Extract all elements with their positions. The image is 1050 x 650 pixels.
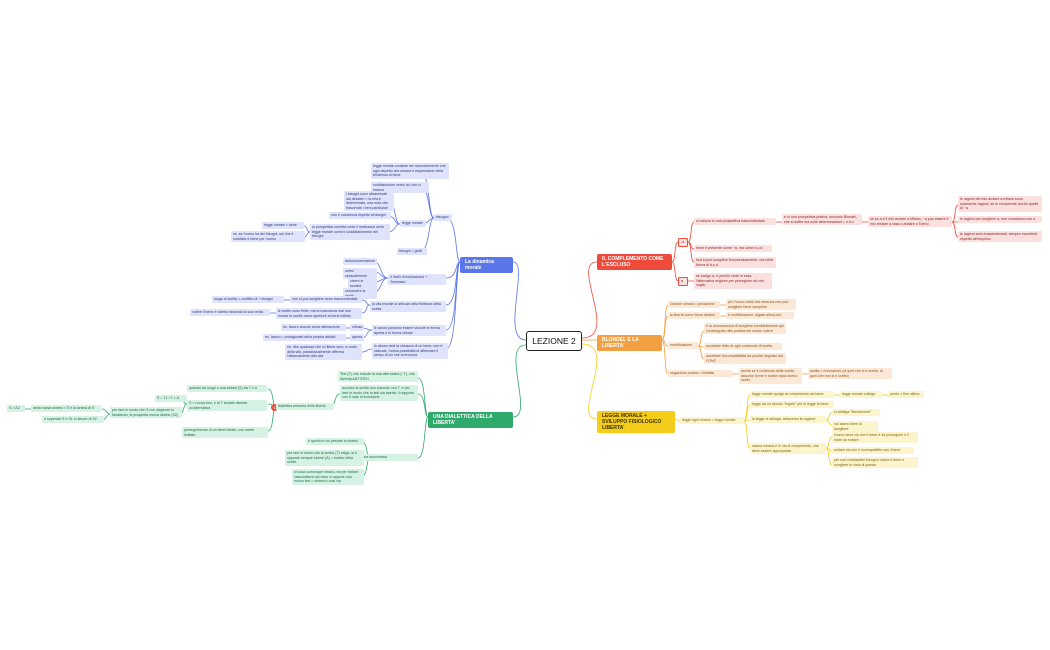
node-obbligo-liberamente[interactable]: ci obbliga "liberamente" [832, 409, 880, 416]
node-es-dire[interactable]: es. dire qualcosa che si ritiene vero, a… [285, 344, 362, 360]
node-minus-a[interactable]: -a [678, 238, 688, 247]
node-bisogni-gesti[interactable]: bisogni = gesti [397, 248, 427, 255]
node-a[interactable]: a [678, 277, 688, 286]
node-liberta-arbitrio[interactable]: la libertà come libero arbitrio [668, 312, 720, 319]
node-prospettiva-pratica[interactable]: è in una prospettiva pratica, secondo Bl… [782, 214, 862, 226]
node-s-tt[interactable]: S = T1 / T = A [155, 395, 187, 402]
branch-legge-morale[interactable]: LEGGE MORALE + SVILUPPO FISIOLOGICO LIBE… [597, 411, 675, 433]
node-superata[interactable]: è superata S e S1 in favore di S2 [42, 416, 104, 423]
node-bene-presente[interactable]: bene è presente come ~a, ma come b,c,d [694, 245, 772, 252]
node-abuso[interactable]: in abuso cedi la chiusura di un bene, no… [372, 343, 448, 359]
node-legge-obbligo[interactable]: la legge ci obbliga, attraverso la ragio… [750, 416, 826, 423]
node-anche[interactable]: anche se il contenuto della scelta assum… [739, 368, 802, 384]
node-bisogno[interactable]: bisogno [434, 214, 452, 221]
node-per-fare[interactable]: per fare in modo che S non degeneri in f… [110, 407, 182, 419]
branch-complemento-escluso[interactable]: IL COMPLEMENTO COME L'ESCLUSO [597, 254, 672, 270]
node-legge-morale-concetto[interactable]: legge morale consiste nel riconoscimento… [371, 163, 449, 179]
node-chiusa[interactable]: chiusa [350, 324, 364, 331]
node-ragioni-2[interactable]: le ragioni per scegliere a, non coincido… [958, 216, 1042, 223]
node-mortificazione[interactable]: mortificazione [668, 342, 698, 349]
node-es-uomo[interactable]: es. se l'uomo ha dei bisogni, sol che li… [231, 231, 305, 243]
node-bisogni-esperienza[interactable]: i bisogni sono attraversati dai desideri… [344, 191, 394, 212]
node-colloca[interactable]: si colloca in una prospettiva trascenden… [694, 218, 776, 225]
node-vita-morale[interactable]: la vita morale si articola nella finitez… [370, 301, 446, 313]
node-legge-ogni-umano[interactable]: legge ogni umano = legge morale [680, 417, 744, 424]
node-perseguimento[interactable]: perseguimento di un bene ideale, con sce… [182, 427, 268, 439]
node-soddisfazione[interactable]: soddisfazione verso ciò che ci manca [371, 182, 429, 194]
node-scelta-rinnovando[interactable]: scelta = rinnovando (di quel che si è sc… [808, 368, 892, 380]
node-fine-ultimo[interactable]: punto = fine ultimo [888, 391, 924, 398]
node-negazione[interactable]: negazione pratica = limitata [668, 370, 733, 377]
node-sintesi[interactable]: accorse la scelta non coincide con T, e … [340, 385, 418, 401]
node-accettare[interactable]: accettare finito di ogni contenuto di sc… [704, 343, 782, 350]
node-legge-morale[interactable]: legge morale [400, 220, 426, 227]
node-coscienza[interactable]: non è coscienza rispetto ai bisogni [329, 212, 391, 219]
node-natura-umana[interactable]: natura umana è in via di compimento, che… [750, 443, 826, 455]
node-livelli[interactable]: 4 livelli di inclinazione + 'fommaso' [388, 274, 446, 286]
node-vivere[interactable]: vivere in società [348, 278, 377, 290]
node-azioni[interactable]: le azioni possono essere vissute in form… [372, 325, 446, 337]
node-azione-desc[interactable]: per l'uomo nella vita nessuna non può sc… [726, 299, 796, 311]
central-topic[interactable]: LEZIONE 2 [526, 331, 582, 351]
node-legge-vincolo[interactable]: legge da un vincolo "legato" più in legg… [750, 401, 834, 408]
node-nuova-sintesi[interactable]: della nuova sintesi = S è la sintesi di … [31, 405, 101, 412]
branch-dinamica-morale[interactable]: La dinamica morale [460, 257, 513, 273]
node-se[interactable]: se se a è il mio andare a Milano, ~a può… [868, 216, 952, 228]
node-dialettica-primaria[interactable]: dialettica primaria della libertà [276, 403, 334, 410]
node-tesi[interactable]: Tesi (T) che include la sua alternativa … [338, 371, 418, 383]
node-contraddizione[interactable]: per non contraddire bisogno volere il be… [832, 457, 918, 469]
node-lavoro-aperto[interactable]: es. lavoro = protagonisti della propria … [263, 334, 346, 341]
node-scelte[interactable]: le scelte sono finite, ma la mancanza ma… [276, 308, 362, 320]
node-ragioni-3[interactable]: le ragioni sono trascendentali, sempre e… [958, 231, 1042, 243]
node-verita[interactable]: conoscere la verità [343, 288, 377, 300]
node-bcd[interactable]: bcd si può scegliere fenomenicamente, ma… [694, 257, 776, 269]
node-liberta-desc[interactable]: è mortificazione, legata all'est-aut [726, 312, 794, 319]
node-uomo-deve[interactable]: l'uomo deve ciò che il bene è da persegu… [832, 432, 918, 444]
node-lavoro-chiuso[interactable]: es. lavoro vissuto come alienazione [281, 324, 346, 331]
node-ragioni-1[interactable]: le ragioni del mio andare a milano sono … [958, 196, 1042, 212]
node-cosa[interactable]: si cosa comunque rimasi, ma per evitare … [292, 469, 364, 485]
node-scelgo[interactable]: se scelgo a, è perché vede in essa l'alt… [694, 273, 772, 289]
node-siamo-liberi[interactable]: noi siamo liberi di scegliere [832, 421, 878, 433]
node-riconoscere[interactable]: è la riconoscenza di scegliere inevitabi… [704, 323, 786, 335]
node-autoconservazione[interactable]: autoconservazione [343, 258, 377, 265]
node-s-a2[interactable]: S = A2 [7, 405, 25, 412]
node-volere[interactable]: volere il bene è volerlo secondo la sua … [190, 309, 270, 316]
node-evitare[interactable]: evitare ciò che è incompatibile con il b… [832, 447, 914, 454]
node-per-fare2[interactable]: per fare in modo che la scelta (T) valga… [285, 450, 364, 466]
node-dialettica-secondaria[interactable]: dialettica secondaria [352, 454, 418, 461]
node-non-scegliere[interactable]: non si può scegliere bene trascendentale [290, 296, 362, 303]
node-legge-bene[interactable]: legge morale = bene [262, 222, 304, 229]
node-unirsi[interactable]: unirsi sessualmente [343, 268, 377, 280]
priority-badge-icon: 1 [271, 404, 278, 411]
node-legge-collega[interactable]: legge morale collega [840, 391, 882, 398]
node-prospettiva[interactable]: la prospettiva corretta vede il realizza… [310, 224, 390, 240]
node-azione-umana[interactable]: l'azione umana = privazione [668, 301, 720, 308]
node-quello[interactable]: è quello in cui prevale la sintesi [306, 438, 364, 445]
branch-blondel-liberta[interactable]: BLONDEL E LA LIBERTA' [597, 335, 662, 351]
node-luogo[interactable]: luogo di scelta = conflitto di + bisogni [212, 296, 284, 303]
node-accettare2[interactable]: accettare l'incompatibilità tra positivi… [704, 353, 786, 365]
node-quando[interactable]: quando da luogo a una sintesi (S) tra T … [187, 385, 267, 392]
node-promossa[interactable]: legge morale sprigio al compimento del b… [750, 391, 834, 398]
node-aperta[interactable]: aperta [350, 334, 364, 341]
node-nuova-tesi[interactable]: S = nuova tesi, e la T iniziale diventa … [187, 400, 267, 412]
branch-dialettica-liberta[interactable]: UNA DIALETTICA DELLA LIBERTA' [428, 412, 513, 428]
